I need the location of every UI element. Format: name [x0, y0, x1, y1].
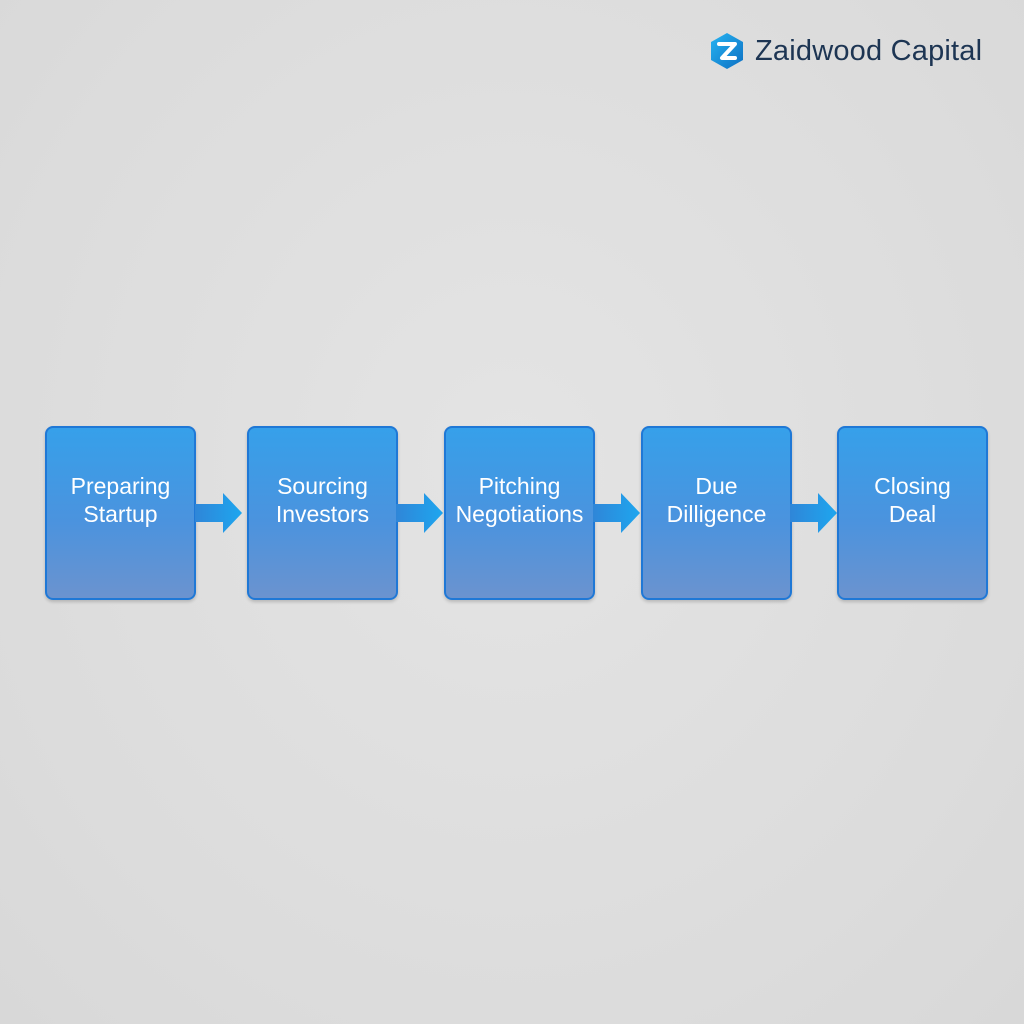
- step-pitching-negotiations: Pitching Negotiations: [444, 426, 595, 600]
- brand-name: Zaidwood Capital: [755, 34, 983, 67]
- step-sourcing-investors: Sourcing Investors: [247, 426, 398, 600]
- z-hexagon-logo-icon: [711, 33, 743, 69]
- step-label: Pitching Negotiations: [455, 473, 584, 527]
- right-arrow-icon: [396, 493, 443, 533]
- step-label: Due Dilligence: [666, 473, 767, 527]
- step-preparing-startup: Preparing Startup: [45, 426, 196, 600]
- step-label: Closing Deal: [874, 473, 951, 527]
- step-closing-deal: Closing Deal: [837, 426, 988, 600]
- right-arrow-icon: [593, 493, 640, 533]
- right-arrow-icon: [195, 493, 242, 533]
- right-arrow-icon: [790, 493, 837, 533]
- step-label: Preparing Startup: [70, 473, 171, 527]
- brand: Zaidwood Capital: [707, 31, 1007, 71]
- step-label: Sourcing Investors: [275, 473, 370, 527]
- step-due-dilligence: Due Dilligence: [641, 426, 792, 600]
